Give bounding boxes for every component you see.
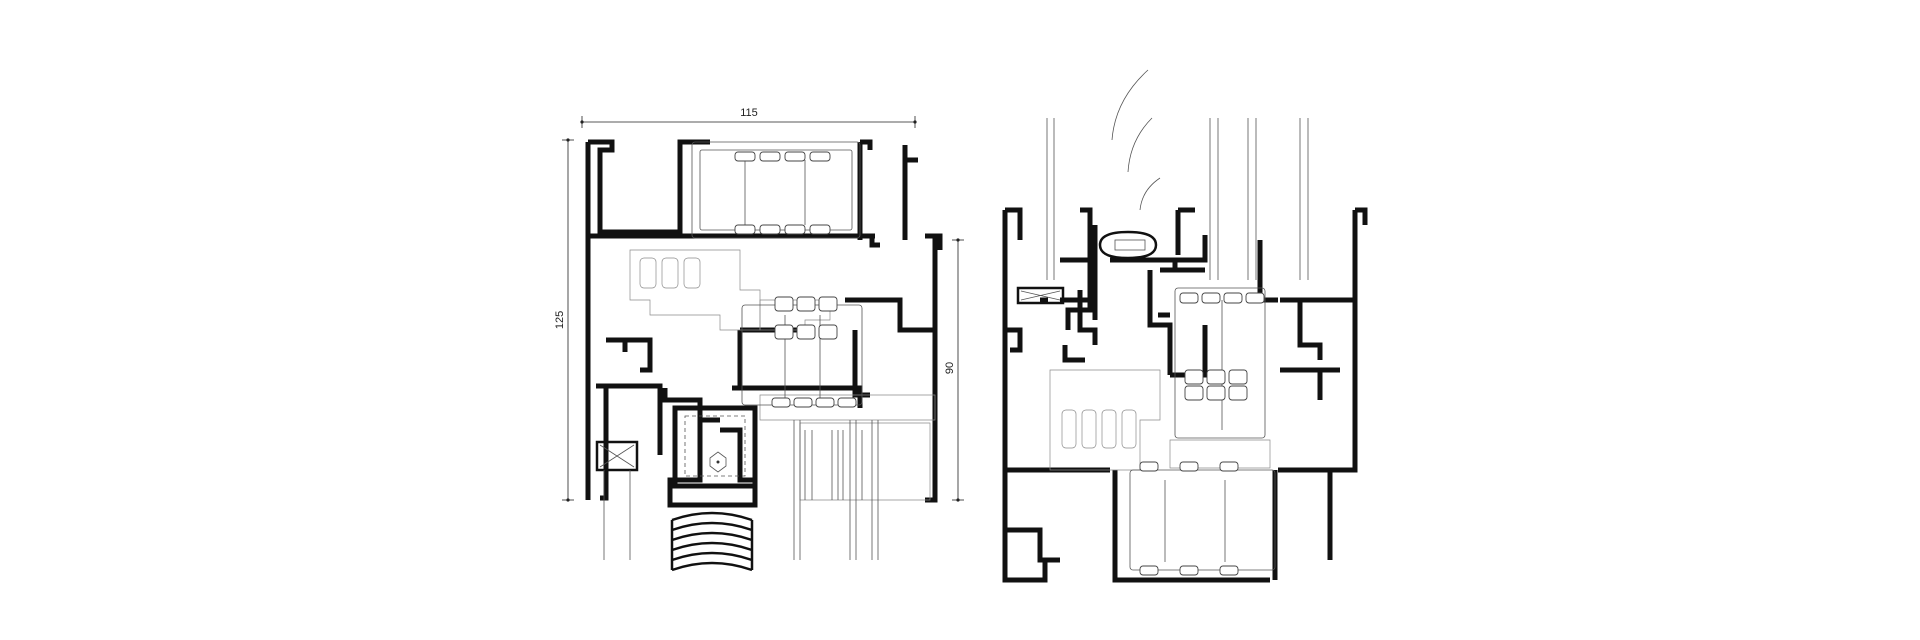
right-sash-top-chamber	[1174, 287, 1266, 439]
left-lower-box	[672, 405, 758, 489]
dimension-right-height: 90	[944, 238, 964, 502]
left-inner-sash	[741, 296, 863, 408]
left-shutter-slats	[670, 511, 754, 572]
right-glass-top	[1046, 118, 1309, 280]
left-top-sash	[691, 141, 861, 239]
dimension-left-height: 125	[554, 138, 574, 502]
left-glass-lines	[793, 420, 879, 560]
right-lower-box	[1129, 461, 1276, 576]
left-profile-section: 115 125 90	[554, 107, 964, 572]
right-glazing-bead	[1016, 286, 1065, 305]
dimension-label-90: 90	[944, 362, 956, 374]
right-hardware-oval	[1098, 230, 1158, 260]
dimension-label-125: 125	[554, 311, 566, 329]
dimension-top-width: 115	[580, 107, 917, 128]
right-thermal-break	[1049, 369, 1271, 471]
right-sash	[1040, 207, 1323, 378]
left-glazing-bead	[595, 440, 639, 560]
right-profile-section	[1002, 69, 1368, 583]
dimension-label-115: 115	[740, 107, 758, 119]
left-outer-frame	[585, 139, 943, 508]
right-top-curves	[1111, 69, 1161, 211]
